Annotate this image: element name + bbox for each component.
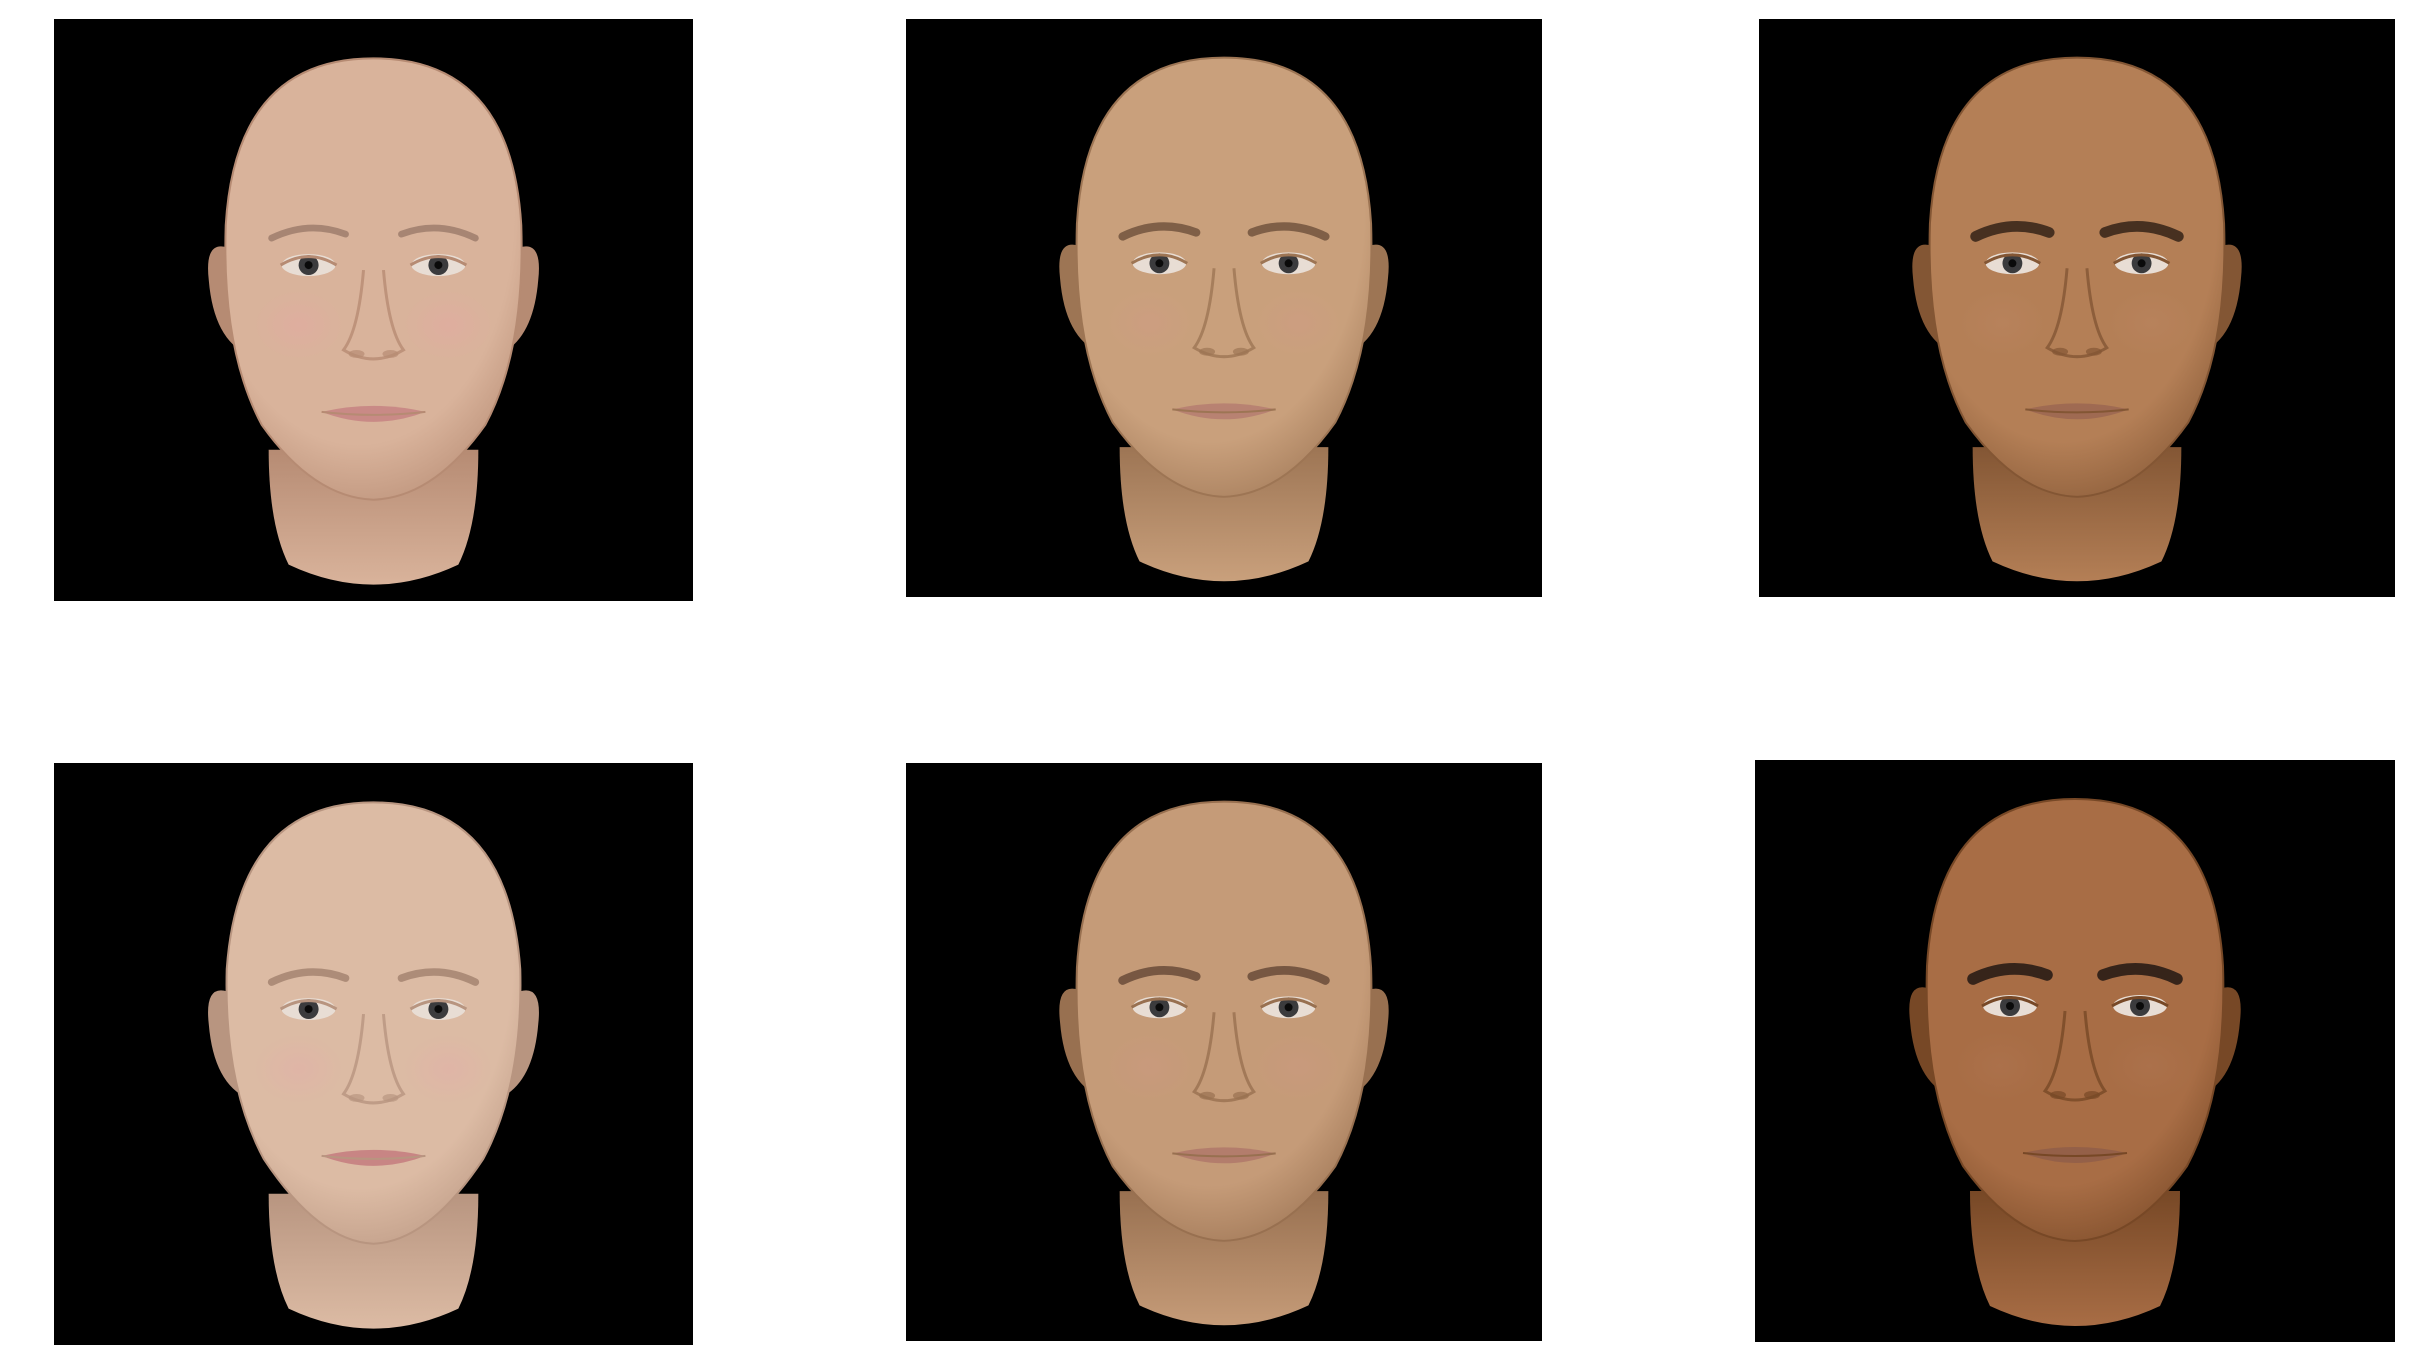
nose (2045, 268, 2109, 359)
nose (2042, 1010, 2108, 1102)
right-nostril (1232, 347, 1249, 356)
right-eyebrow (1247, 966, 1330, 985)
head (1925, 797, 2225, 1243)
left-eyelid (1130, 253, 1189, 265)
face-panel-row2-col2 (906, 763, 1542, 1341)
nose (341, 1013, 406, 1105)
right-eyelid (2111, 996, 2169, 1008)
left-nostril (348, 349, 365, 358)
left-eyebrow (267, 968, 350, 986)
face-panel-row2-col3 (1755, 760, 2395, 1342)
left-eyebrow (1118, 222, 1201, 241)
left-eyebrow (1970, 221, 2055, 242)
face-panel-row1-col1 (54, 19, 693, 601)
nose (1192, 268, 1256, 359)
right-pupil (2136, 1002, 2144, 1010)
left-nostril (2052, 347, 2069, 356)
lip-line (1172, 1152, 1276, 1158)
left-eyelid (1983, 253, 2042, 265)
left-eyelid (279, 255, 338, 267)
left-eyelid (1130, 997, 1189, 1009)
lips (2025, 403, 2129, 420)
left-nostril (348, 1093, 365, 1102)
nose (1192, 1012, 1256, 1103)
right-cheek (1253, 288, 1344, 358)
left-pupil (1155, 1003, 1164, 1012)
left-nostril (1199, 347, 1216, 356)
head (1075, 56, 1373, 498)
lip-line (321, 1154, 426, 1160)
right-eyebrow (398, 224, 479, 242)
left-eyebrow (268, 224, 349, 242)
right-cheek (403, 290, 494, 360)
neck (268, 1193, 479, 1329)
left-eyelid (279, 999, 338, 1011)
right-eyelid (409, 999, 468, 1011)
left-eyebrow (1118, 966, 1201, 985)
lip-line (2025, 408, 2129, 414)
right-nostril (2085, 347, 2102, 356)
right-eyelid (1259, 253, 1318, 265)
left-eyebrow (1967, 963, 2053, 985)
left-eyelid (1981, 996, 2039, 1008)
face-panel-row1-col2 (906, 19, 1542, 597)
head (225, 801, 522, 1245)
right-pupil (434, 1005, 443, 1014)
right-eyebrow (397, 968, 480, 986)
right-eyelid (2112, 253, 2171, 265)
left-cheek (253, 1034, 344, 1104)
face-illustration (1755, 761, 2395, 1341)
lip-line (1172, 408, 1276, 414)
left-cheek (1957, 288, 2048, 358)
right-nostril (382, 349, 399, 358)
right-eyebrow (1247, 222, 1330, 241)
right-eyelid (409, 255, 468, 267)
right-cheek (2105, 1031, 2195, 1101)
nose (341, 269, 406, 361)
left-cheek (1955, 1031, 2045, 1101)
right-eyebrow (2097, 963, 2183, 985)
lips (321, 1149, 426, 1166)
head (1928, 56, 2226, 498)
right-cheek (403, 1034, 494, 1104)
left-pupil (304, 1005, 313, 1014)
face-panel-row1-col3 (1759, 19, 2395, 597)
right-pupil (2137, 259, 2146, 268)
left-nostril (1199, 1091, 1216, 1100)
right-pupil (1284, 1003, 1293, 1012)
left-nostril (2050, 1091, 2066, 1099)
head (224, 57, 523, 501)
lips (1172, 403, 1276, 420)
right-pupil (1284, 259, 1293, 268)
right-cheek (2106, 288, 2197, 358)
right-eyelid (1259, 997, 1318, 1009)
left-cheek (253, 290, 344, 360)
lip-line (321, 410, 426, 416)
left-cheek (1104, 1032, 1195, 1102)
right-eyebrow (2099, 221, 2184, 242)
face-illustration (906, 19, 1542, 597)
face-illustration (1759, 19, 2395, 597)
left-pupil (2008, 259, 2017, 268)
right-cheek (1253, 1032, 1344, 1102)
face-illustration (54, 764, 693, 1344)
left-cheek (1104, 288, 1195, 358)
right-nostril (2084, 1091, 2100, 1099)
right-nostril (382, 1093, 399, 1102)
lip-line (2022, 1152, 2128, 1157)
left-pupil (2006, 1002, 2014, 1010)
left-pupil (304, 261, 313, 270)
head (1075, 800, 1373, 1242)
right-pupil (434, 261, 443, 270)
face-illustration (54, 20, 693, 600)
face-illustration (906, 763, 1542, 1341)
right-nostril (1232, 1091, 1249, 1100)
face-panel-row2-col1 (54, 763, 693, 1345)
left-pupil (1155, 259, 1164, 268)
